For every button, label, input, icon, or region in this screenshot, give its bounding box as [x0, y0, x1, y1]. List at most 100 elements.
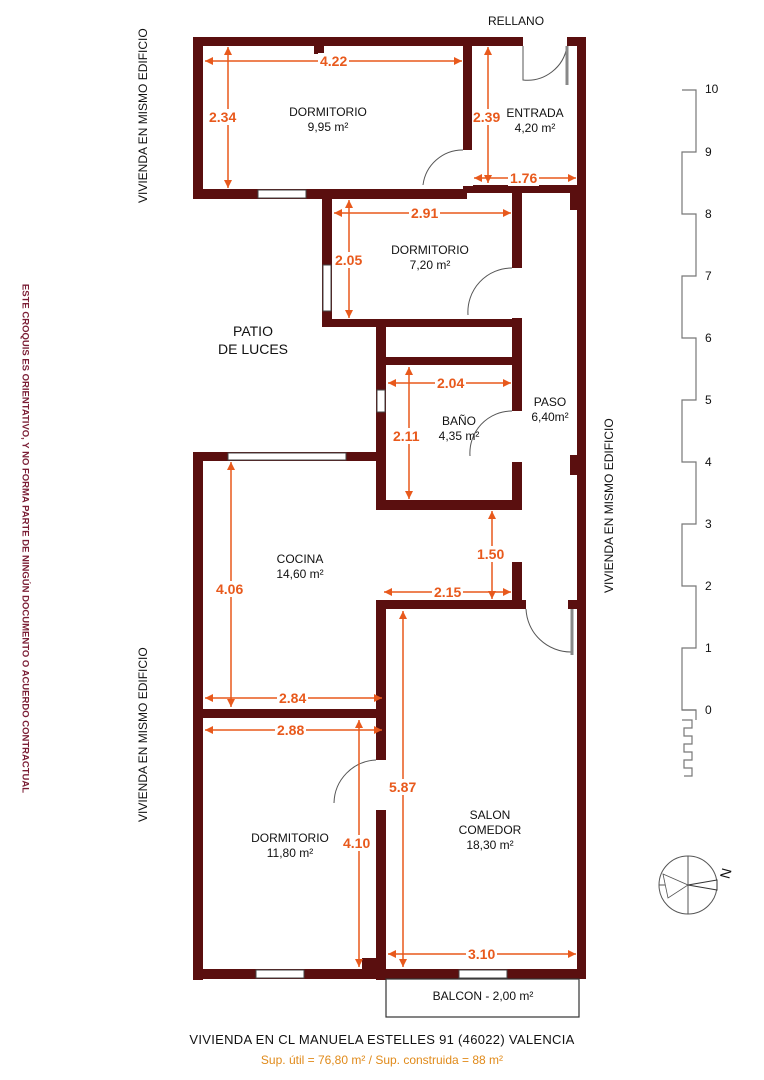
room-name: DORMITORIO	[391, 243, 469, 257]
wall	[193, 969, 586, 979]
door-gap	[526, 599, 568, 610]
dim-dorm1-height: 2.34	[209, 109, 237, 125]
wall	[322, 193, 332, 326]
wall	[472, 37, 523, 46]
dim-bano-width: 2.04	[435, 375, 467, 391]
footer-title: VIVIENDA EN CL MANUELA ESTELLES 91 (4602…	[189, 1032, 575, 1047]
dim-dorm3-height: 4.10	[343, 835, 371, 851]
patio-line1: PATIO	[233, 323, 273, 339]
room-area: 9,95 m²	[307, 120, 349, 134]
wall	[512, 462, 522, 510]
scale-tick: 9	[705, 145, 712, 159]
disclaimer-text: ESTE CROQUIS ES ORIENTATIVO, Y NO FORMA …	[19, 283, 31, 794]
room-area: 4,35 m²	[438, 429, 480, 443]
wall	[512, 193, 522, 268]
wall	[463, 185, 578, 193]
wall	[376, 365, 386, 510]
wall	[463, 40, 472, 150]
balcon-label: BALCON - 2,00 m²	[432, 989, 534, 1003]
room-name: ENTRADA	[506, 106, 564, 120]
footer-subtitle: Sup. útil = 76,80 m² / Sup. construida =…	[260, 1053, 504, 1067]
wall	[386, 357, 522, 365]
door-gap	[523, 36, 567, 47]
compass-icon	[658, 855, 718, 915]
room-name: DORMITORIO	[289, 105, 367, 119]
wall	[512, 318, 522, 370]
wall	[568, 600, 586, 609]
door-gap	[463, 150, 473, 186]
dim-dorm3-width: 2.88	[275, 722, 307, 738]
room-area: 6,40m²	[531, 410, 569, 424]
scale-tick: 1	[705, 641, 712, 655]
windows	[227, 189, 508, 979]
cocina-label: COCINA 14,60 m²	[260, 552, 340, 582]
wall	[512, 562, 522, 609]
wall	[193, 37, 203, 199]
door-swing	[522, 45, 568, 81]
door-gap	[512, 268, 523, 318]
wall	[376, 810, 386, 980]
dim-dorm2-height: 2.05	[335, 252, 363, 268]
wall	[362, 958, 376, 969]
scale-tick: 4	[705, 455, 712, 469]
salon-label: SALON COMEDOR 18,30 m²	[450, 808, 530, 853]
paso-label: PASO 6,40m²	[520, 395, 580, 425]
wall	[577, 37, 586, 978]
dormitorio-1-label: DORMITORIO 9,95 m²	[268, 105, 388, 135]
scale-tick: 10	[705, 82, 719, 96]
wall	[570, 455, 578, 475]
scale-bar	[681, 89, 697, 777]
scale-tick: 2	[705, 579, 712, 593]
scale-tick: 7	[705, 269, 712, 283]
vecino-top-left-label: VIVIENDA EN MISMO EDIFICIO	[136, 28, 150, 203]
scale-tick: 6	[705, 331, 712, 345]
wall	[376, 319, 522, 327]
wall	[376, 319, 386, 371]
window	[458, 969, 508, 979]
bano-label: BAÑO 4,35 m²	[424, 414, 494, 444]
vecino-bottom-left-label: VIVIENDA EN MISMO EDIFICIO	[136, 647, 150, 822]
room-name-1: SALON	[469, 808, 511, 822]
room-area: 14,60 m²	[276, 567, 324, 581]
dim-dorm2-width: 2.91	[409, 205, 441, 221]
wall	[193, 452, 203, 980]
dim-dorm1-width: 4.22	[318, 53, 350, 69]
room-name: DORMITORIO	[251, 831, 329, 845]
dormitorio-2-label: DORMITORIO 7,20 m²	[370, 243, 490, 273]
dim-salon-width: 3.10	[466, 946, 498, 962]
wall	[376, 600, 386, 760]
door-swing	[525, 608, 572, 653]
dim-entrada-width: 1.76	[508, 170, 540, 186]
window	[227, 452, 347, 461]
scale-tick: 5	[705, 393, 712, 407]
dim-paso-width: 1.50	[477, 546, 505, 562]
dim-entrada-height: 2.39	[473, 109, 501, 125]
door-swing	[422, 149, 464, 186]
window	[322, 264, 332, 312]
scale-tick: 8	[705, 207, 712, 221]
dim-cocina-width: 2.84	[277, 690, 309, 706]
door-gap	[512, 411, 523, 462]
door-swings	[333, 45, 574, 804]
rellano-label: RELLANO	[488, 14, 545, 28]
door-swing	[467, 267, 513, 316]
room-area: 11,80 m²	[266, 846, 314, 860]
wall	[566, 37, 586, 46]
wall	[376, 600, 526, 609]
dim-pasillo-width: 2.15	[432, 584, 464, 600]
dim-cocina-height: 4.06	[216, 581, 244, 597]
wall	[314, 40, 324, 54]
entrada-label: ENTRADA 4,20 m²	[500, 106, 570, 136]
wall	[570, 192, 578, 210]
door-swing	[333, 759, 377, 804]
door-swing	[469, 410, 513, 457]
window	[376, 389, 386, 413]
room-name: COCINA	[276, 552, 324, 566]
walls	[193, 37, 586, 980]
room-area: 4,20 m²	[514, 121, 556, 135]
wall	[512, 365, 522, 411]
wall	[203, 709, 383, 718]
room-name: PASO	[533, 395, 567, 409]
dormitorio-3-label: DORMITORIO 11,80 m²	[240, 831, 340, 861]
